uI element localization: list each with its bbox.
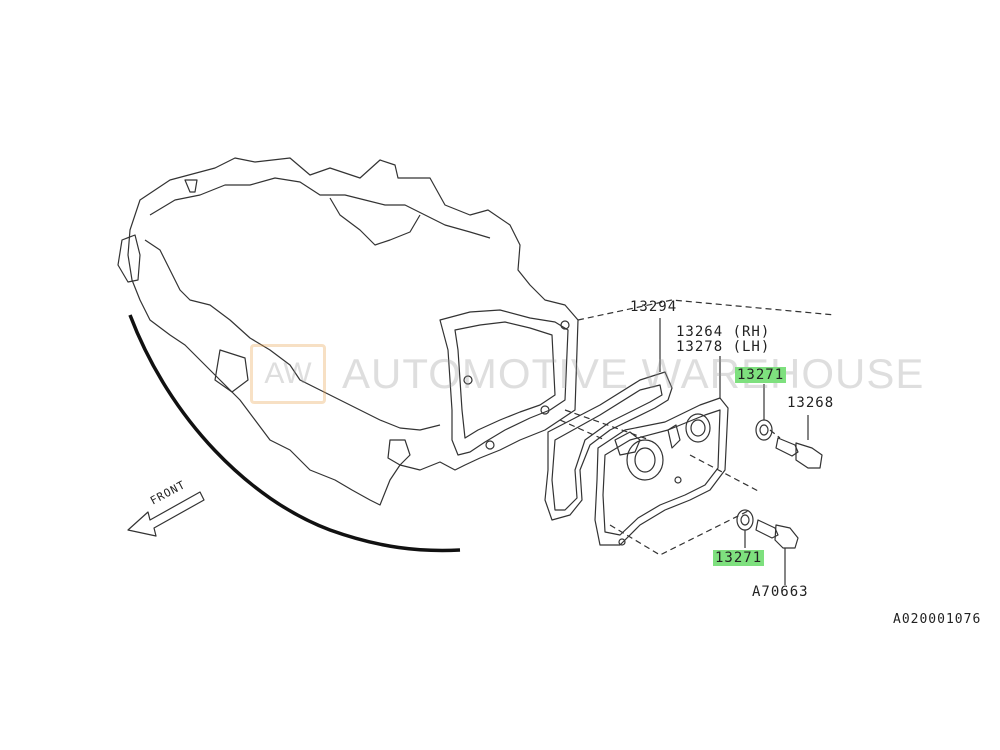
part-label-13271-bottom[interactable]: 13271: [713, 550, 765, 566]
valve-cover-gasket: [544, 371, 673, 521]
front-arrow-icon: [127, 491, 205, 537]
engine-cylinder-head: [117, 157, 579, 506]
part-label-13278[interactable]: 13278 (LH): [676, 339, 771, 355]
bolt-top: [775, 415, 823, 469]
valve-cover: [594, 397, 729, 546]
bolt-bottom: [755, 519, 799, 585]
front-direction-arc: [128, 314, 461, 553]
part-label-13264[interactable]: 13264 (RH): [676, 324, 771, 340]
leader-lines: [559, 299, 836, 556]
washer-top: [755, 419, 773, 441]
part-label-A70663[interactable]: A70663: [752, 584, 809, 600]
part-label-13271-top[interactable]: 13271: [735, 367, 787, 383]
part-label-13268[interactable]: 13268: [787, 395, 835, 411]
part-label-13294[interactable]: 13294: [630, 299, 678, 315]
diagram-id: A020001076: [893, 612, 982, 627]
